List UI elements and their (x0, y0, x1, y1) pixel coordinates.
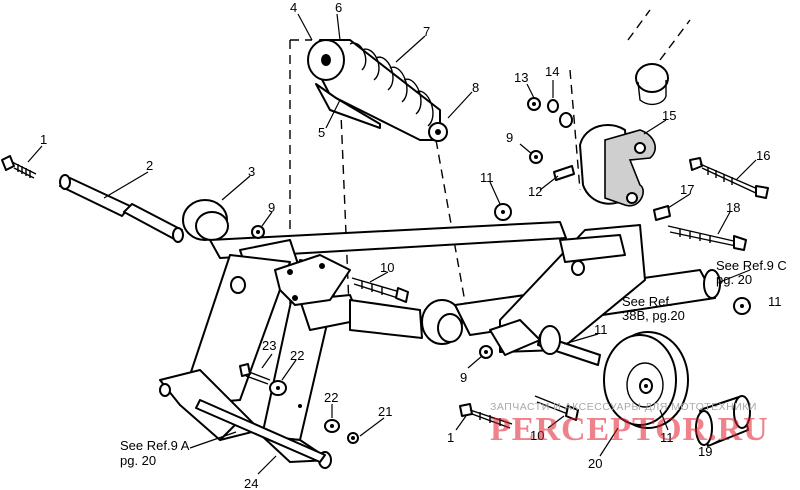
callout-9-right: 9 (506, 130, 513, 145)
shock-absorber (307, 39, 448, 142)
bushing-3 (182, 199, 229, 241)
callout-6: 6 (335, 0, 342, 15)
callout-16: 16 (756, 148, 770, 163)
lower-cross-rod (195, 399, 326, 463)
callout-3: 3 (248, 164, 255, 179)
callout-1-top: 1 (40, 132, 47, 147)
callout-17: 17 (680, 182, 694, 197)
callout-9-lower: 9 (460, 370, 467, 385)
idler-wheel-20 (603, 331, 689, 429)
callout-21: 21 (378, 404, 392, 419)
callout-5: 5 (318, 125, 325, 140)
callout-20: 20 (588, 456, 602, 471)
callout-22-upper: 22 (290, 348, 304, 363)
callout-24: 24 (244, 476, 258, 490)
ref-9a-line1: See Ref.9 A (120, 438, 190, 453)
bracket-15 (579, 124, 656, 207)
callout-11-wheel: 11 (660, 430, 674, 445)
callout-10-lower: 10 (530, 428, 544, 443)
reference-notes: See Ref.9 C pg. 20 See Ref. 38B, pg.20 S… (120, 258, 787, 468)
bolt-1-and-tube-2 (1, 155, 184, 243)
callout-18: 18 (726, 200, 740, 215)
upper-right-cylinder (559, 63, 669, 128)
ref-38b-line2: 38B, pg.20 (622, 308, 685, 323)
callout-14: 14 (545, 64, 559, 79)
watermark-logo: PERCEPTOR.RU (490, 411, 769, 448)
ref-38b-line1: See Ref. (622, 294, 673, 309)
callout-labels: 4 6 7 8 5 1 2 3 9 13 14 15 9 12 11 16 17… (40, 0, 782, 490)
ref-9c-line1: See Ref.9 C (716, 258, 787, 273)
callout-15: 15 (662, 108, 676, 123)
callout-7: 7 (423, 24, 430, 39)
callout-9-left: 9 (268, 200, 275, 215)
callout-13: 13 (514, 70, 528, 85)
watermark-caption: ЗАПЧАСТИ И АКСЕССУАРЫ ДЛЯ МОТОТЕХНИКИ (490, 401, 757, 413)
spacer-19 (695, 395, 751, 447)
callout-11-upper: 11 (480, 170, 494, 185)
callout-2: 2 (146, 158, 153, 173)
callout-4: 4 (290, 0, 297, 15)
callout-10-middle: 10 (380, 260, 394, 275)
callout-12: 12 (528, 184, 542, 199)
bracket-plate (274, 254, 351, 306)
right-side-rail (489, 224, 646, 356)
callout-1-lower: 1 (447, 430, 454, 445)
callout-8: 8 (472, 80, 479, 95)
callout-19: 19 (698, 444, 712, 459)
callout-11-axle: 11 (594, 322, 608, 337)
leader-lines (27, 13, 757, 475)
watermark: ЗАПЧАСТИ И АКСЕССУАРЫ ДЛЯ МОТОТЕХНИКИ PE… (490, 401, 769, 448)
small-hardware (239, 97, 769, 444)
ref-9c-line2: pg. 20 (716, 272, 752, 287)
callout-11-right: 11 (768, 294, 782, 309)
callout-22-lower: 22 (324, 390, 338, 405)
callout-23: 23 (262, 338, 276, 353)
ref-9a-line2: pg. 20 (120, 453, 156, 468)
